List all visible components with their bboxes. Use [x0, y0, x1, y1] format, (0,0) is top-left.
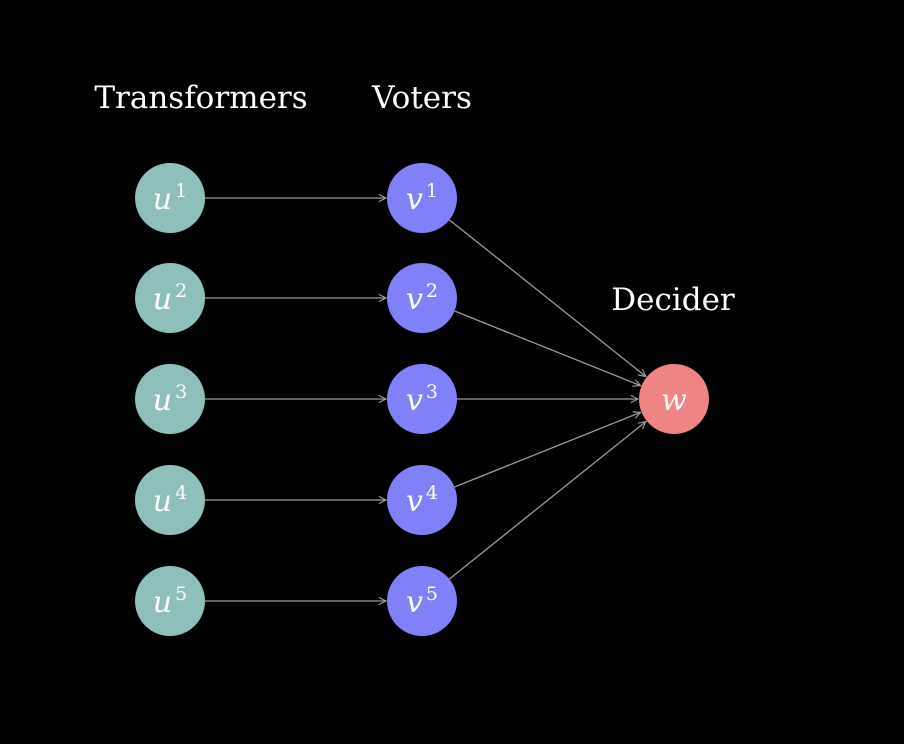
edge-v5-w	[448, 422, 646, 580]
voter-node-1-circle	[387, 163, 457, 233]
transformer-node-5-circle	[135, 566, 205, 636]
transformer-node-5-index: 5	[175, 583, 187, 605]
decider-node-label: w	[661, 383, 687, 418]
voter-node-3-circle	[387, 364, 457, 434]
voter-node-1-symbol: v	[406, 182, 423, 217]
decider-node: w	[639, 364, 709, 434]
voter-node-1-index: 1	[426, 180, 438, 202]
transformer-node-1-index: 1	[175, 180, 187, 202]
decider-node-symbol: w	[661, 383, 687, 418]
transformer-node-3-symbol: u	[153, 383, 172, 418]
transformer-node-1-symbol: u	[153, 182, 172, 217]
edge-v1-w	[448, 219, 645, 377]
transformer-node-4-index: 4	[175, 482, 187, 504]
voter-node-4-symbol: v	[406, 484, 423, 519]
voter-node-5-index: 5	[426, 583, 438, 605]
transformer-node-3-circle	[135, 364, 205, 434]
transformers-header: Transformers	[94, 80, 307, 116]
transformer-node-1-circle	[135, 163, 205, 233]
voter-node-4-circle	[387, 465, 457, 535]
decider-node-circle	[639, 364, 709, 434]
transformer-node-4-circle	[135, 465, 205, 535]
voter-node-3-index: 3	[426, 381, 438, 403]
edges-group	[205, 198, 646, 601]
voter-node-5-circle	[387, 566, 457, 636]
voter-node-4-index: 4	[426, 482, 438, 504]
voter-node-2-circle	[387, 263, 457, 333]
voter-node-5-symbol: v	[406, 585, 423, 620]
voter-node-3-symbol: v	[406, 383, 423, 418]
transformer-node-2-index: 2	[175, 280, 187, 302]
transformer-node-3-index: 3	[175, 381, 187, 403]
edge-v4-w	[454, 412, 640, 488]
transformer-node-2-circle	[135, 263, 205, 333]
voter-node-2-symbol: v	[406, 282, 423, 317]
transformer-node-5-symbol: u	[153, 585, 172, 620]
transformer-node-2-symbol: u	[153, 282, 172, 317]
transformer-node-4-symbol: u	[153, 484, 172, 519]
voters-header: Voters	[371, 80, 472, 116]
edge-v2-w	[454, 310, 640, 386]
voter-node-2-index: 2	[426, 280, 438, 302]
decider-header: Decider	[611, 282, 735, 318]
